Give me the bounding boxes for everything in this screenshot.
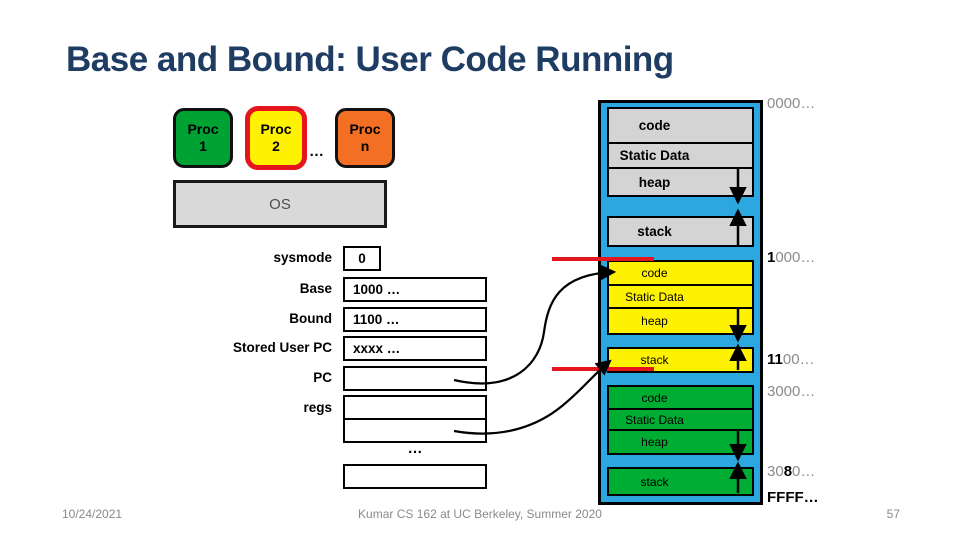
base-bound-line-1100 <box>552 367 654 371</box>
sysmode-label: sysmode <box>273 250 332 265</box>
address-label-3080: 3080… <box>767 463 816 480</box>
address-label-0000: 0000… <box>767 95 816 112</box>
proc1-code-segment: code <box>607 385 754 410</box>
registers-ellipsis: … <box>407 440 423 457</box>
footer-page-number: 57 <box>886 507 900 521</box>
proc-1-label-line2: 1 <box>199 138 207 154</box>
proc2-heap-segment: heap <box>607 307 754 335</box>
bound-value-box: 1100 … <box>343 307 487 332</box>
page-title: Base and Bound: User Code Running <box>66 40 674 79</box>
pc-label: PC <box>313 370 332 385</box>
proc-n-label-line2: n <box>360 138 370 154</box>
footer-course: Kumar CS 162 at UC Berkeley, Summer 2020 <box>358 507 602 521</box>
os-stack-segment: stack <box>607 216 754 247</box>
physical-memory-map: code Static Data heap stack code Static … <box>598 100 763 505</box>
stored-user-pc-label: Stored User PC <box>232 340 332 355</box>
os-code-segment: code <box>607 107 754 144</box>
address-label-1000: 1000… <box>767 249 816 266</box>
base-value-box: 1000 … <box>343 277 487 302</box>
proc-1-label-line1: Proc <box>187 120 219 137</box>
proc-ellipsis: … <box>309 143 324 160</box>
address-label-1100: 1100… <box>767 351 815 368</box>
base-label: Base <box>299 281 332 296</box>
proc-1-box: Proc 1 <box>173 108 233 168</box>
footer-date: 10/24/2021 <box>62 507 123 521</box>
proc1-static-data-segment: Static Data <box>607 408 754 431</box>
proc2-static-data-segment: Static Data <box>607 284 754 309</box>
proc1-stack-segment: stack <box>607 467 754 496</box>
proc2-code-segment: code <box>607 260 754 286</box>
extra-register-box <box>343 464 487 489</box>
os-label: OS <box>269 195 291 213</box>
regs-label: regs <box>303 400 332 415</box>
os-static-data-segment: Static Data <box>607 142 754 169</box>
address-label-3000: 3000… <box>767 383 816 400</box>
proc-n-label-line1: Proc <box>349 120 381 137</box>
base-bound-line-1000 <box>552 257 654 261</box>
sysmode-value-box: 0 <box>343 246 381 271</box>
proc1-heap-segment: heap <box>607 429 754 455</box>
proc-2-label-line1: Proc <box>260 120 292 137</box>
address-label-ffff: FFFF… <box>767 489 819 506</box>
os-heap-segment: heap <box>607 167 754 197</box>
os-box: OS <box>173 180 387 228</box>
bound-label: Bound <box>289 311 332 326</box>
proc-2-label-line2: 2 <box>272 138 280 154</box>
pc-value-box <box>343 366 487 391</box>
proc-n-box: Proc n <box>335 108 395 168</box>
regs-value-box-1 <box>343 395 487 420</box>
stored-user-pc-value-box: xxxx … <box>343 336 487 361</box>
proc-2-box-running: Proc 2 <box>245 106 307 170</box>
